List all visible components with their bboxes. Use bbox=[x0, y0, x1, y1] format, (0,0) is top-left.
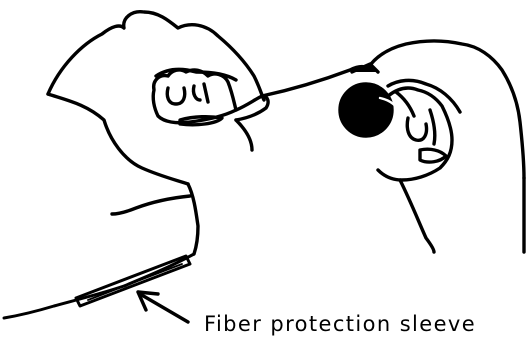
callout-arrow bbox=[138, 292, 188, 322]
optical-fiber bbox=[4, 67, 368, 318]
left-hand bbox=[48, 12, 268, 254]
right-hand bbox=[368, 41, 524, 252]
callout-label: Fiber protection sleeve bbox=[204, 314, 476, 335]
fiber-holder-disc bbox=[340, 64, 400, 136]
